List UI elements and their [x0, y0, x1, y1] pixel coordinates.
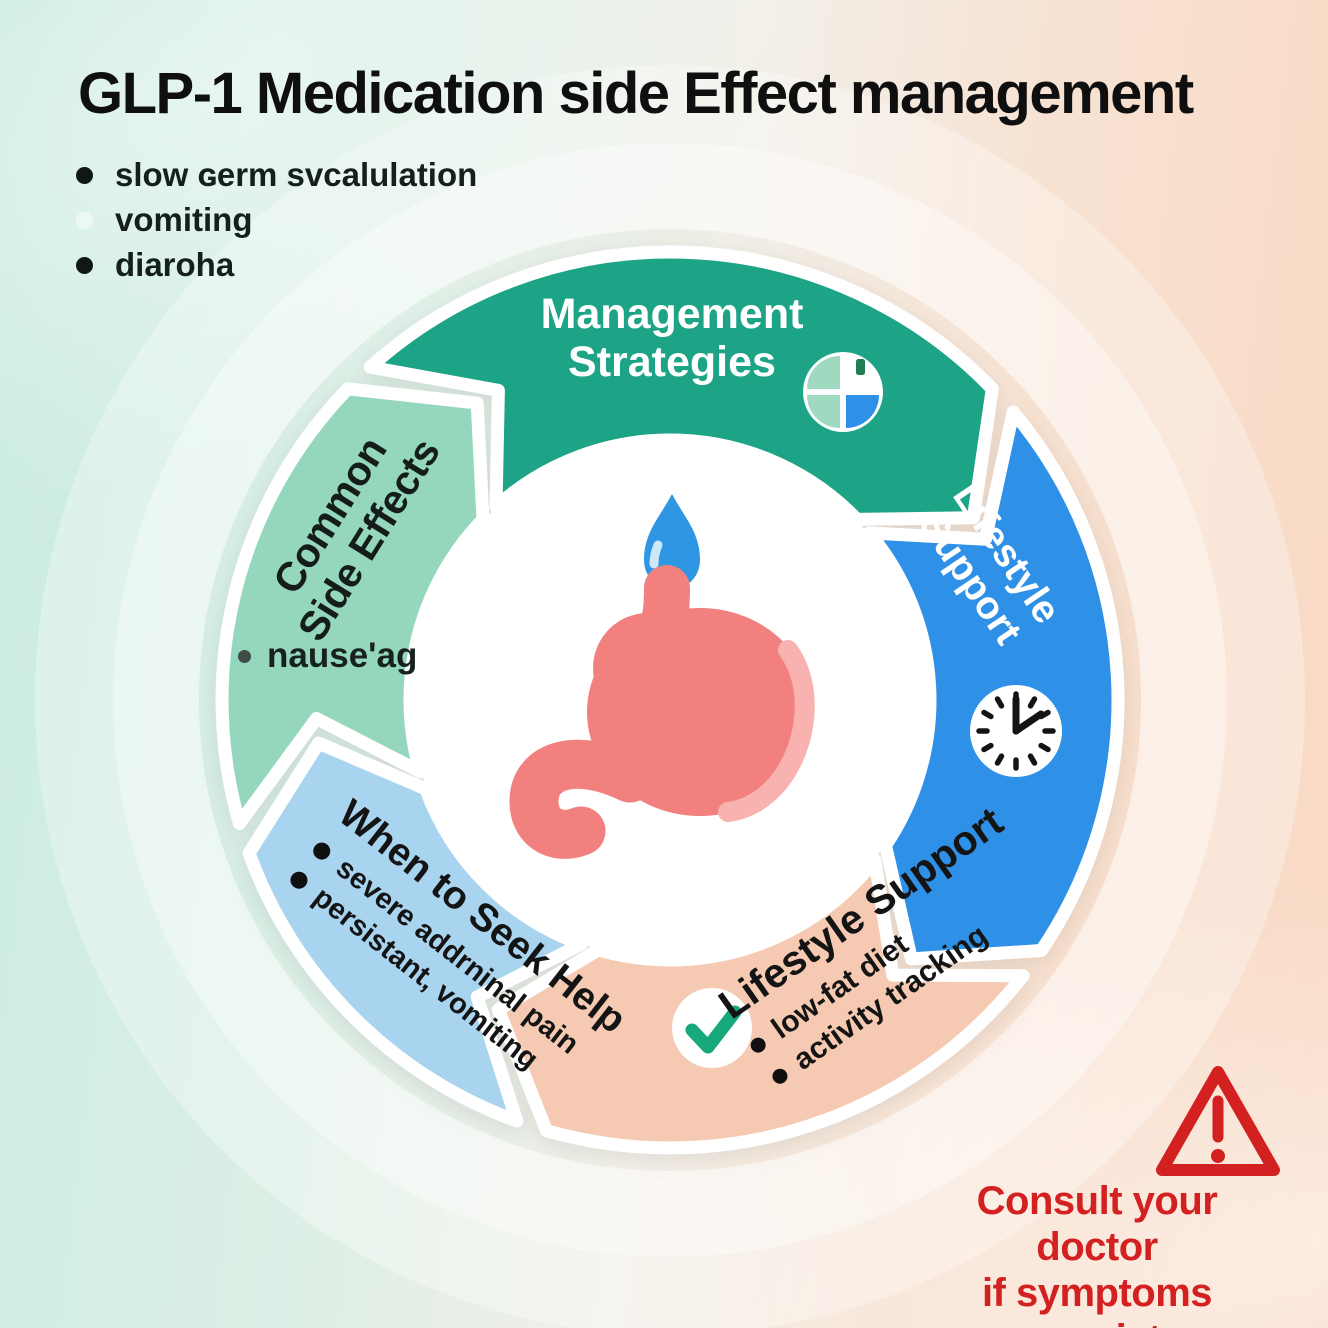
glow-ring [113, 143, 1227, 1257]
warning-line: if symptoms persist [981, 1271, 1213, 1328]
segment-lifestyle-peach [491, 853, 1030, 1155]
bullet-text: nause'ag [267, 636, 418, 675]
bullet-dot [76, 211, 93, 229]
glow-ring-outer [35, 65, 1305, 1328]
page-title: GLP-1 Medication side Effect management [78, 61, 1194, 126]
warning-line: Consult your doctor [976, 1179, 1218, 1269]
bullet-dot [76, 166, 93, 184]
warning-text: Consult your doctor if symptoms persist [928, 1178, 1266, 1328]
label-line: Management [540, 289, 804, 338]
clock-tick [1027, 753, 1038, 766]
clock-icon [970, 685, 1062, 777]
pie-chart-icon [803, 352, 883, 432]
side-effect-text: vomiting [115, 201, 253, 238]
stomach-icon [509, 565, 815, 859]
clock-tick [1038, 742, 1051, 753]
checkmark-icon [672, 988, 752, 1068]
bullet-dot [238, 649, 251, 663]
segment-label-management: Management Strategies [541, 290, 804, 386]
clock-tick [994, 696, 1005, 709]
clock-tick [981, 709, 994, 720]
clock-tick [1027, 696, 1038, 709]
side-effect-text: slow ɢerm svcalulation [115, 156, 478, 193]
segment-lifestyle-blue [862, 405, 1125, 966]
label-line: Strategies [568, 338, 776, 386]
segment-seek-help [242, 736, 588, 1128]
side-effects-list: slow ɢerm svcalulation vomiting diaroha [76, 156, 477, 284]
side-effect-text: diaroha [115, 246, 235, 283]
segment-common-side-effects [215, 382, 490, 830]
clock-tick [981, 742, 994, 753]
segment-ring [215, 245, 1125, 1155]
clock-tick [994, 753, 1005, 766]
water-drop-icon [644, 494, 700, 589]
list-item: diaroha [76, 246, 477, 284]
warning-triangle-icon [1156, 1066, 1280, 1176]
list-item: slow ɢerm svcalulation [76, 156, 477, 194]
bullet-dot [76, 256, 93, 274]
list-item: vomiting [76, 201, 477, 239]
segment-management [363, 245, 999, 526]
common-side-effects-bullet: nause'ag [238, 636, 417, 676]
